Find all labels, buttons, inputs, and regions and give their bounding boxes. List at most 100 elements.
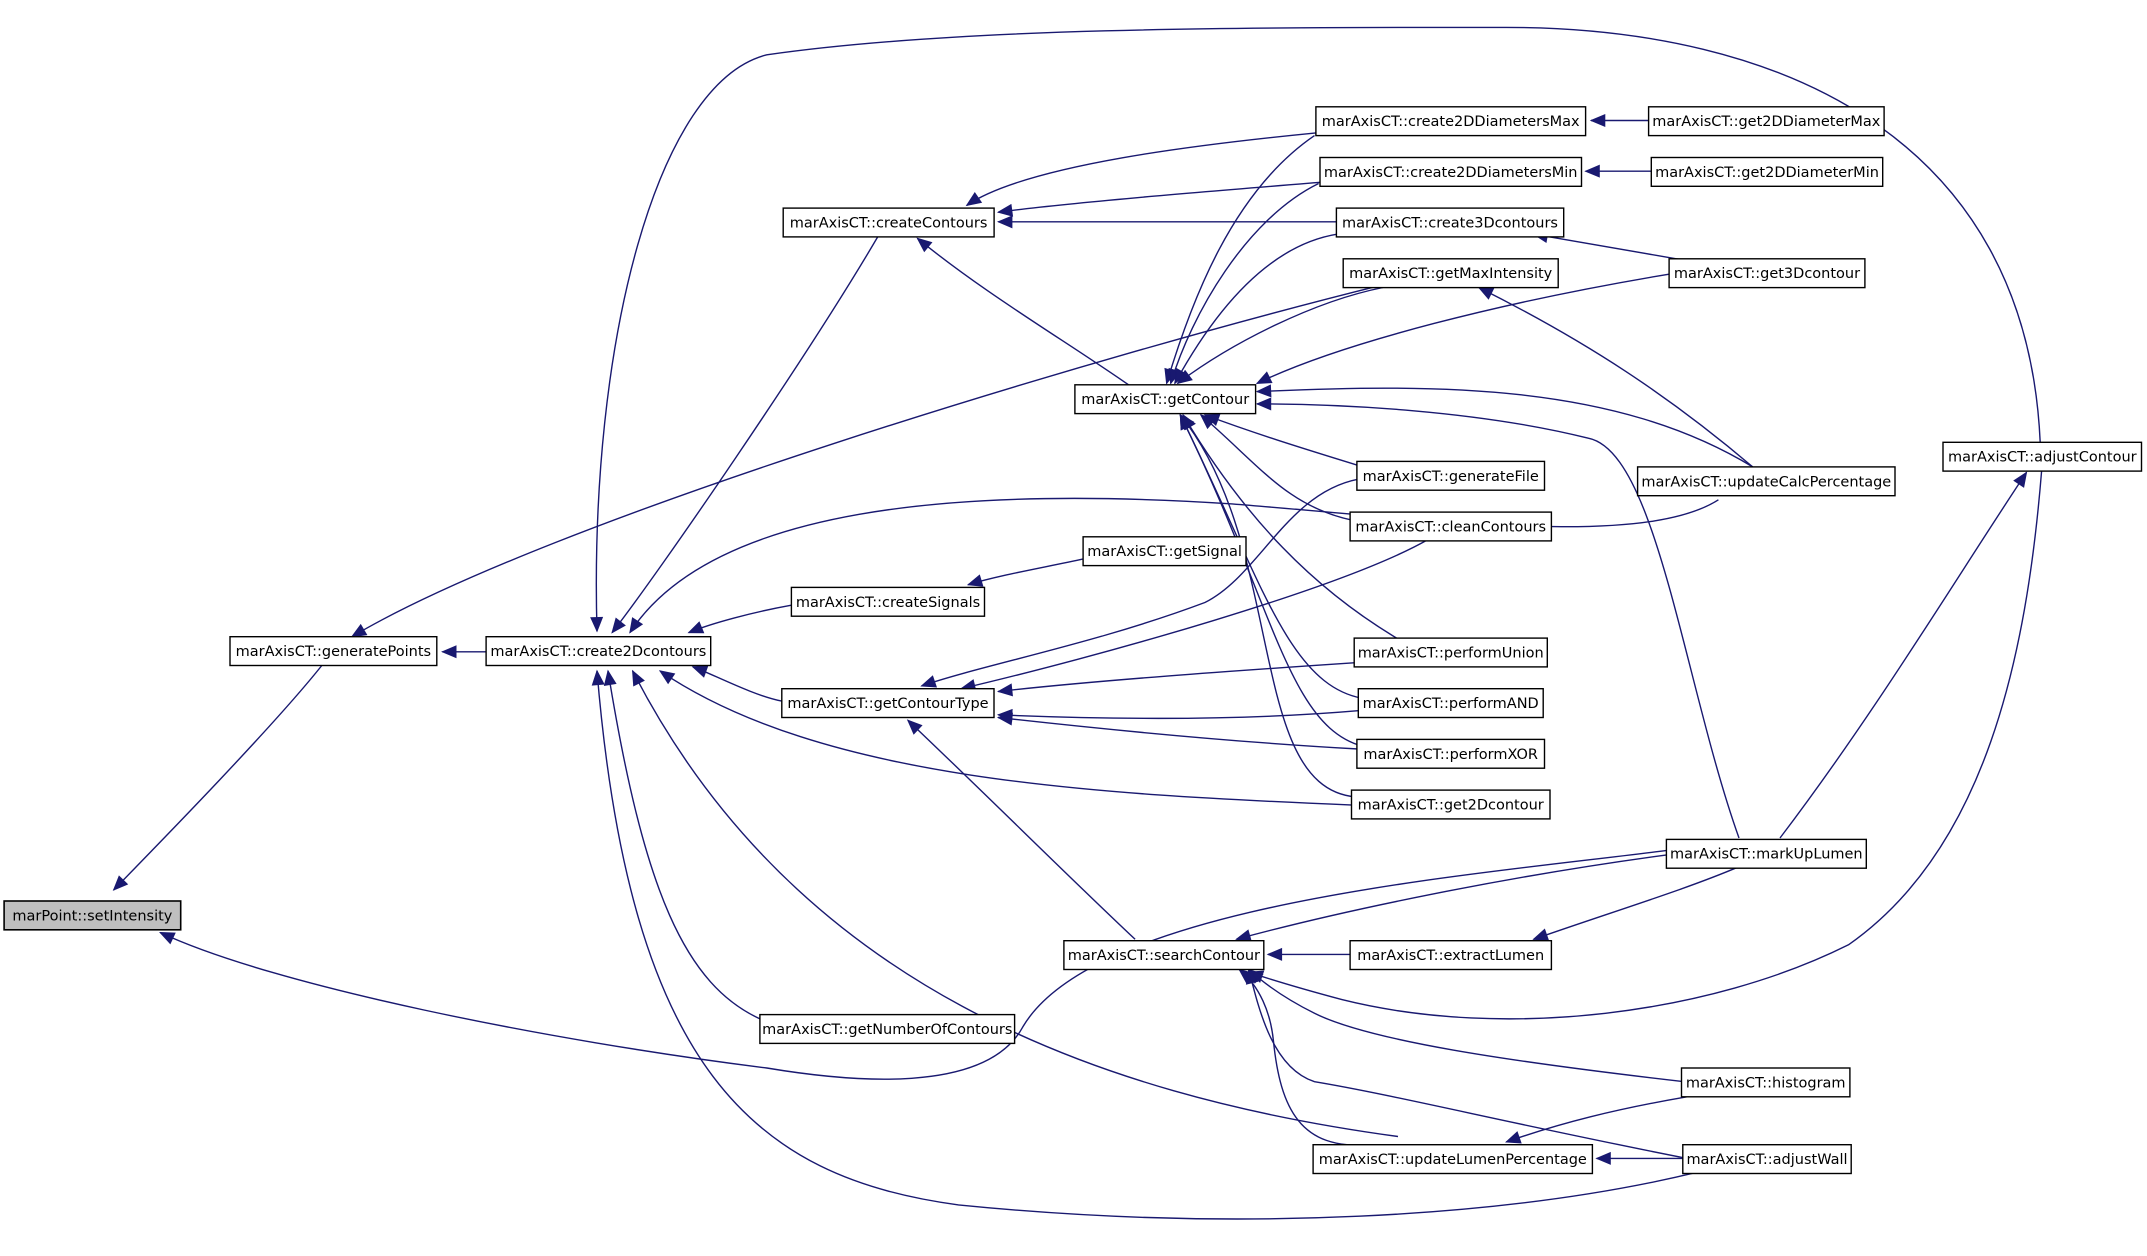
node-label: marAxisCT::get2DDiameterMax [1652, 114, 1881, 130]
node-box[interactable] [1342, 258, 1559, 289]
node-box[interactable] [1665, 838, 1868, 869]
node-box[interactable] [1668, 258, 1866, 289]
arrowhead-icon [916, 237, 933, 253]
edge-line [907, 719, 1136, 940]
edge-line [1238, 968, 1370, 1146]
node-label: marAxisCT::create2Dcontours [490, 644, 706, 660]
node-get2DDiameterMin[interactable]: marAxisCT::get2DDiameterMin [1650, 156, 1884, 187]
arrowhead-icon [350, 623, 368, 638]
arrowhead-icon [1235, 929, 1252, 942]
edge-searchContour-to-getContourType [906, 719, 1136, 940]
node-box[interactable] [1353, 637, 1548, 668]
node-setIntensity[interactable]: marPoint::setIntensity [3, 900, 182, 931]
node-histogram[interactable]: marAxisCT::histogram [1680, 1067, 1851, 1098]
node-updateCalcPercentage[interactable]: marAxisCT::updateCalcPercentage [1636, 466, 1896, 497]
node-box[interactable] [1647, 106, 1885, 137]
node-box[interactable] [1356, 460, 1546, 491]
edge-adjustWall-to-searchContour [1245, 968, 1688, 1160]
edge-generateFile-to-getContourType [920, 478, 1359, 688]
node-cleanContours[interactable]: marAxisCT::cleanContours [1349, 511, 1553, 542]
arrowhead-icon [2013, 471, 2028, 488]
node-box[interactable] [1942, 441, 2143, 472]
arrowhead-icon [629, 617, 644, 634]
node-updateLumenPercentage[interactable]: marAxisCT::updateLumenPercentage [1312, 1143, 1594, 1175]
edge-line [159, 849, 1668, 1080]
node-box[interactable] [1349, 511, 1553, 542]
node-box[interactable] [1349, 940, 1553, 971]
node-createSignals[interactable]: marAxisCT::createSignals [790, 586, 986, 617]
node-get3Dcontour[interactable]: marAxisCT::get3Dcontour [1668, 258, 1866, 289]
node-getMaxIntensity[interactable]: marAxisCT::getMaxIntensity [1342, 258, 1559, 289]
node-label: marAxisCT::performUnion [1358, 646, 1544, 662]
node-box[interactable] [3, 900, 182, 931]
node-performAND[interactable]: marAxisCT::performAND [1357, 688, 1544, 719]
edge-line [1182, 414, 1397, 639]
node-searchContour[interactable]: marAxisCT::searchContour [1063, 940, 1265, 971]
node-label: marAxisCT::getSignal [1087, 544, 1242, 560]
nodes-layer: marPoint::setIntensity marAxisCT::generat… [3, 106, 2143, 1175]
arrowhead-icon [996, 683, 1013, 697]
node-create2DDiametersMax[interactable]: marAxisCT::create2DDiametersMax [1315, 106, 1587, 137]
edge-createContours-to-create2Dcontours [611, 236, 879, 634]
node-box[interactable] [1357, 688, 1544, 719]
node-adjustContour[interactable]: marAxisCT::adjustContour [1942, 441, 2143, 472]
arrowhead-icon [1199, 414, 1216, 430]
node-label: marAxisCT::create3Dcontours [1342, 216, 1558, 232]
node-getContourType[interactable]: marAxisCT::getContourType [781, 688, 995, 719]
node-box[interactable] [1315, 106, 1587, 137]
node-box[interactable] [782, 207, 995, 238]
node-box[interactable] [1680, 1067, 1851, 1098]
node-extractLumen[interactable]: marAxisCT::extractLumen [1349, 940, 1553, 971]
edge-line [113, 665, 323, 891]
node-get2DDiameterMax[interactable]: marAxisCT::get2DDiameterMax [1647, 106, 1885, 137]
edge-line [611, 236, 879, 634]
node-performXOR[interactable]: marAxisCT::performXOR [1356, 738, 1546, 769]
node-createContours[interactable]: marAxisCT::createContours [782, 207, 995, 238]
edge-create2DDiametersMin-to-createContours [996, 181, 1323, 217]
node-box[interactable] [1636, 466, 1896, 497]
edge-extractLumen-to-searchContour [1266, 947, 1353, 961]
node-getContour[interactable]: marAxisCT::getContour [1074, 384, 1257, 415]
node-label: marAxisCT::getMaxIntensity [1349, 266, 1553, 282]
edge-line [1179, 414, 1363, 747]
node-generatePoints[interactable]: marAxisCT::generatePoints [229, 636, 438, 667]
edge-line [629, 497, 1719, 633]
edge-line [1248, 968, 1685, 1083]
node-box[interactable] [1335, 207, 1565, 238]
node-box[interactable] [229, 636, 438, 667]
arrowhead-icon [1255, 384, 1272, 398]
node-box[interactable] [1312, 1143, 1594, 1175]
node-box[interactable] [1650, 156, 1884, 187]
edge-histogram-to-updateLumenPercentage [1504, 1096, 1688, 1144]
node-generateFile[interactable]: marAxisCT::generateFile [1356, 460, 1546, 491]
node-performUnion[interactable]: marAxisCT::performUnion [1353, 637, 1548, 668]
node-box[interactable] [1350, 789, 1551, 820]
node-get2Dcontour[interactable]: marAxisCT::get2Dcontour [1350, 789, 1551, 820]
node-box[interactable] [1682, 1143, 1852, 1175]
arrowhead-icon [1176, 369, 1193, 385]
edge-line [967, 558, 1085, 586]
node-create3Dcontours[interactable]: marAxisCT::create3Dcontours [1335, 207, 1565, 238]
node-box[interactable] [485, 636, 712, 667]
node-markUpLumen[interactable]: marAxisCT::markUpLumen [1665, 838, 1868, 869]
node-label: marAxisCT::histogram [1686, 1075, 1846, 1091]
node-create2DDiametersMin[interactable]: marAxisCT::create2DDiametersMin [1319, 156, 1583, 187]
node-getNumberOfContours[interactable]: marAxisCT::getNumberOfContours [759, 1013, 1016, 1045]
edge-line [1533, 233, 1685, 261]
node-box[interactable] [1356, 738, 1546, 769]
node-adjustWall[interactable]: marAxisCT::adjustWall [1682, 1143, 1852, 1175]
arrowhead-icon [1595, 1151, 1611, 1165]
node-box[interactable] [1319, 156, 1583, 187]
node-create2Dcontours[interactable]: marAxisCT::create2Dcontours [485, 636, 712, 667]
arrowhead-icon [1589, 113, 1606, 127]
arrowhead-icon [996, 712, 1013, 726]
node-getSignal[interactable]: marAxisCT::getSignal [1082, 536, 1247, 567]
node-box[interactable] [759, 1013, 1016, 1045]
node-box[interactable] [1074, 384, 1257, 415]
node-box[interactable] [790, 586, 986, 617]
node-box[interactable] [1082, 536, 1247, 567]
edge-get3Dcontour-to-getContour [1255, 273, 1671, 385]
edge-line [1179, 414, 1356, 798]
node-box[interactable] [1063, 940, 1265, 971]
node-box[interactable] [781, 688, 995, 719]
